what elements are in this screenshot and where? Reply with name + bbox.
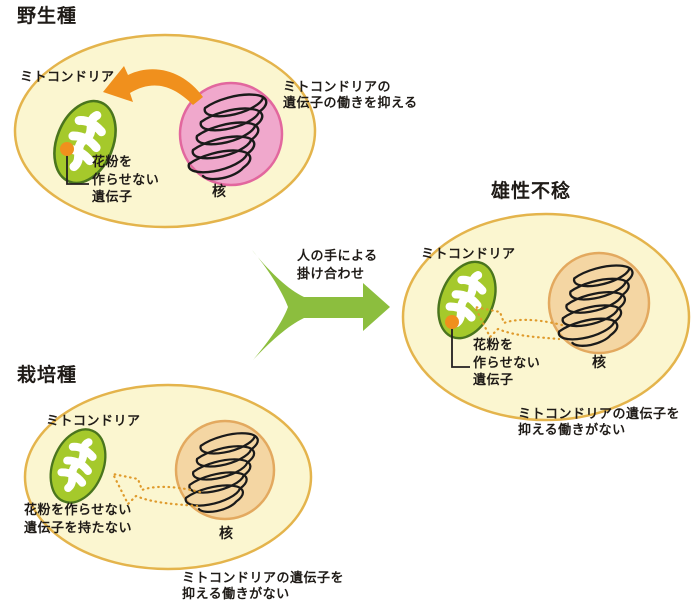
sterile-title: 雄性不稔 xyxy=(491,180,572,202)
sterile-nucleus-label: 核 xyxy=(592,355,606,371)
wild-nucleus-label: 核 xyxy=(212,184,226,200)
wild-gene-connector-line xyxy=(66,150,89,185)
cultivated-nucleus-label: 核 xyxy=(219,526,233,542)
cultivated-mito-label: ミトコンドリア xyxy=(46,414,141,429)
sterile-gene-connector-line xyxy=(451,325,470,368)
cross-merge-arrow-icon xyxy=(252,250,390,360)
wild-title: 野生種 xyxy=(17,5,78,27)
cultivated-gene-label: 花粉を作らせない 遺伝子を持たない xyxy=(24,503,133,536)
cross-label: 人の手による 掛け合わせ xyxy=(297,249,378,282)
wild-mito-label: ミトコンドリア xyxy=(20,70,115,85)
wild-note: ミトコンドリアの 遺伝子の働きを抑える xyxy=(283,80,418,111)
cultivated-note: ミトコンドリアの遺伝子を 抑える働きがない xyxy=(182,571,345,602)
sterile-mito-label: ミトコンドリア xyxy=(421,247,516,262)
sterile-sterility-gene-dot xyxy=(445,315,459,329)
wild-gene-label: 花粉を 作らせない 遺伝子 xyxy=(92,155,160,205)
sterile-gene-label: 花粉を 作らせない 遺伝子 xyxy=(473,338,541,388)
sterile-note: ミトコンドリアの遺伝子を 抑える働きがない xyxy=(518,407,681,438)
wild-sterility-gene-dot xyxy=(60,142,74,156)
suppress-arrow-icon xyxy=(103,66,203,105)
cultivated-title: 栽培種 xyxy=(17,364,78,386)
